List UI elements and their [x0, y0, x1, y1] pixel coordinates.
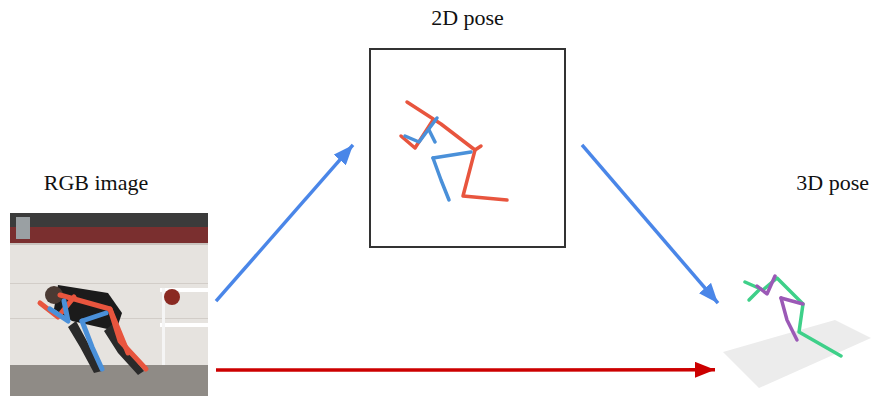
panel-heading: 2D pose [369, 5, 566, 31]
flow-arrow [582, 145, 718, 303]
pose-2d-skeleton [371, 50, 564, 246]
flow-arrow [216, 368, 715, 372]
pose-2d-panel: 2D pose [369, 5, 566, 248]
pose-frame [369, 48, 566, 248]
image-panel: RGB image [10, 170, 208, 396]
flow-arrow [216, 145, 353, 301]
pose-3d-skeleton [715, 260, 875, 390]
rgb-photo [10, 213, 208, 396]
pose-3d-panel: 3D pose [715, 170, 875, 392]
panel-heading: RGB image [10, 170, 208, 196]
panel-heading: 3D pose [715, 170, 875, 196]
